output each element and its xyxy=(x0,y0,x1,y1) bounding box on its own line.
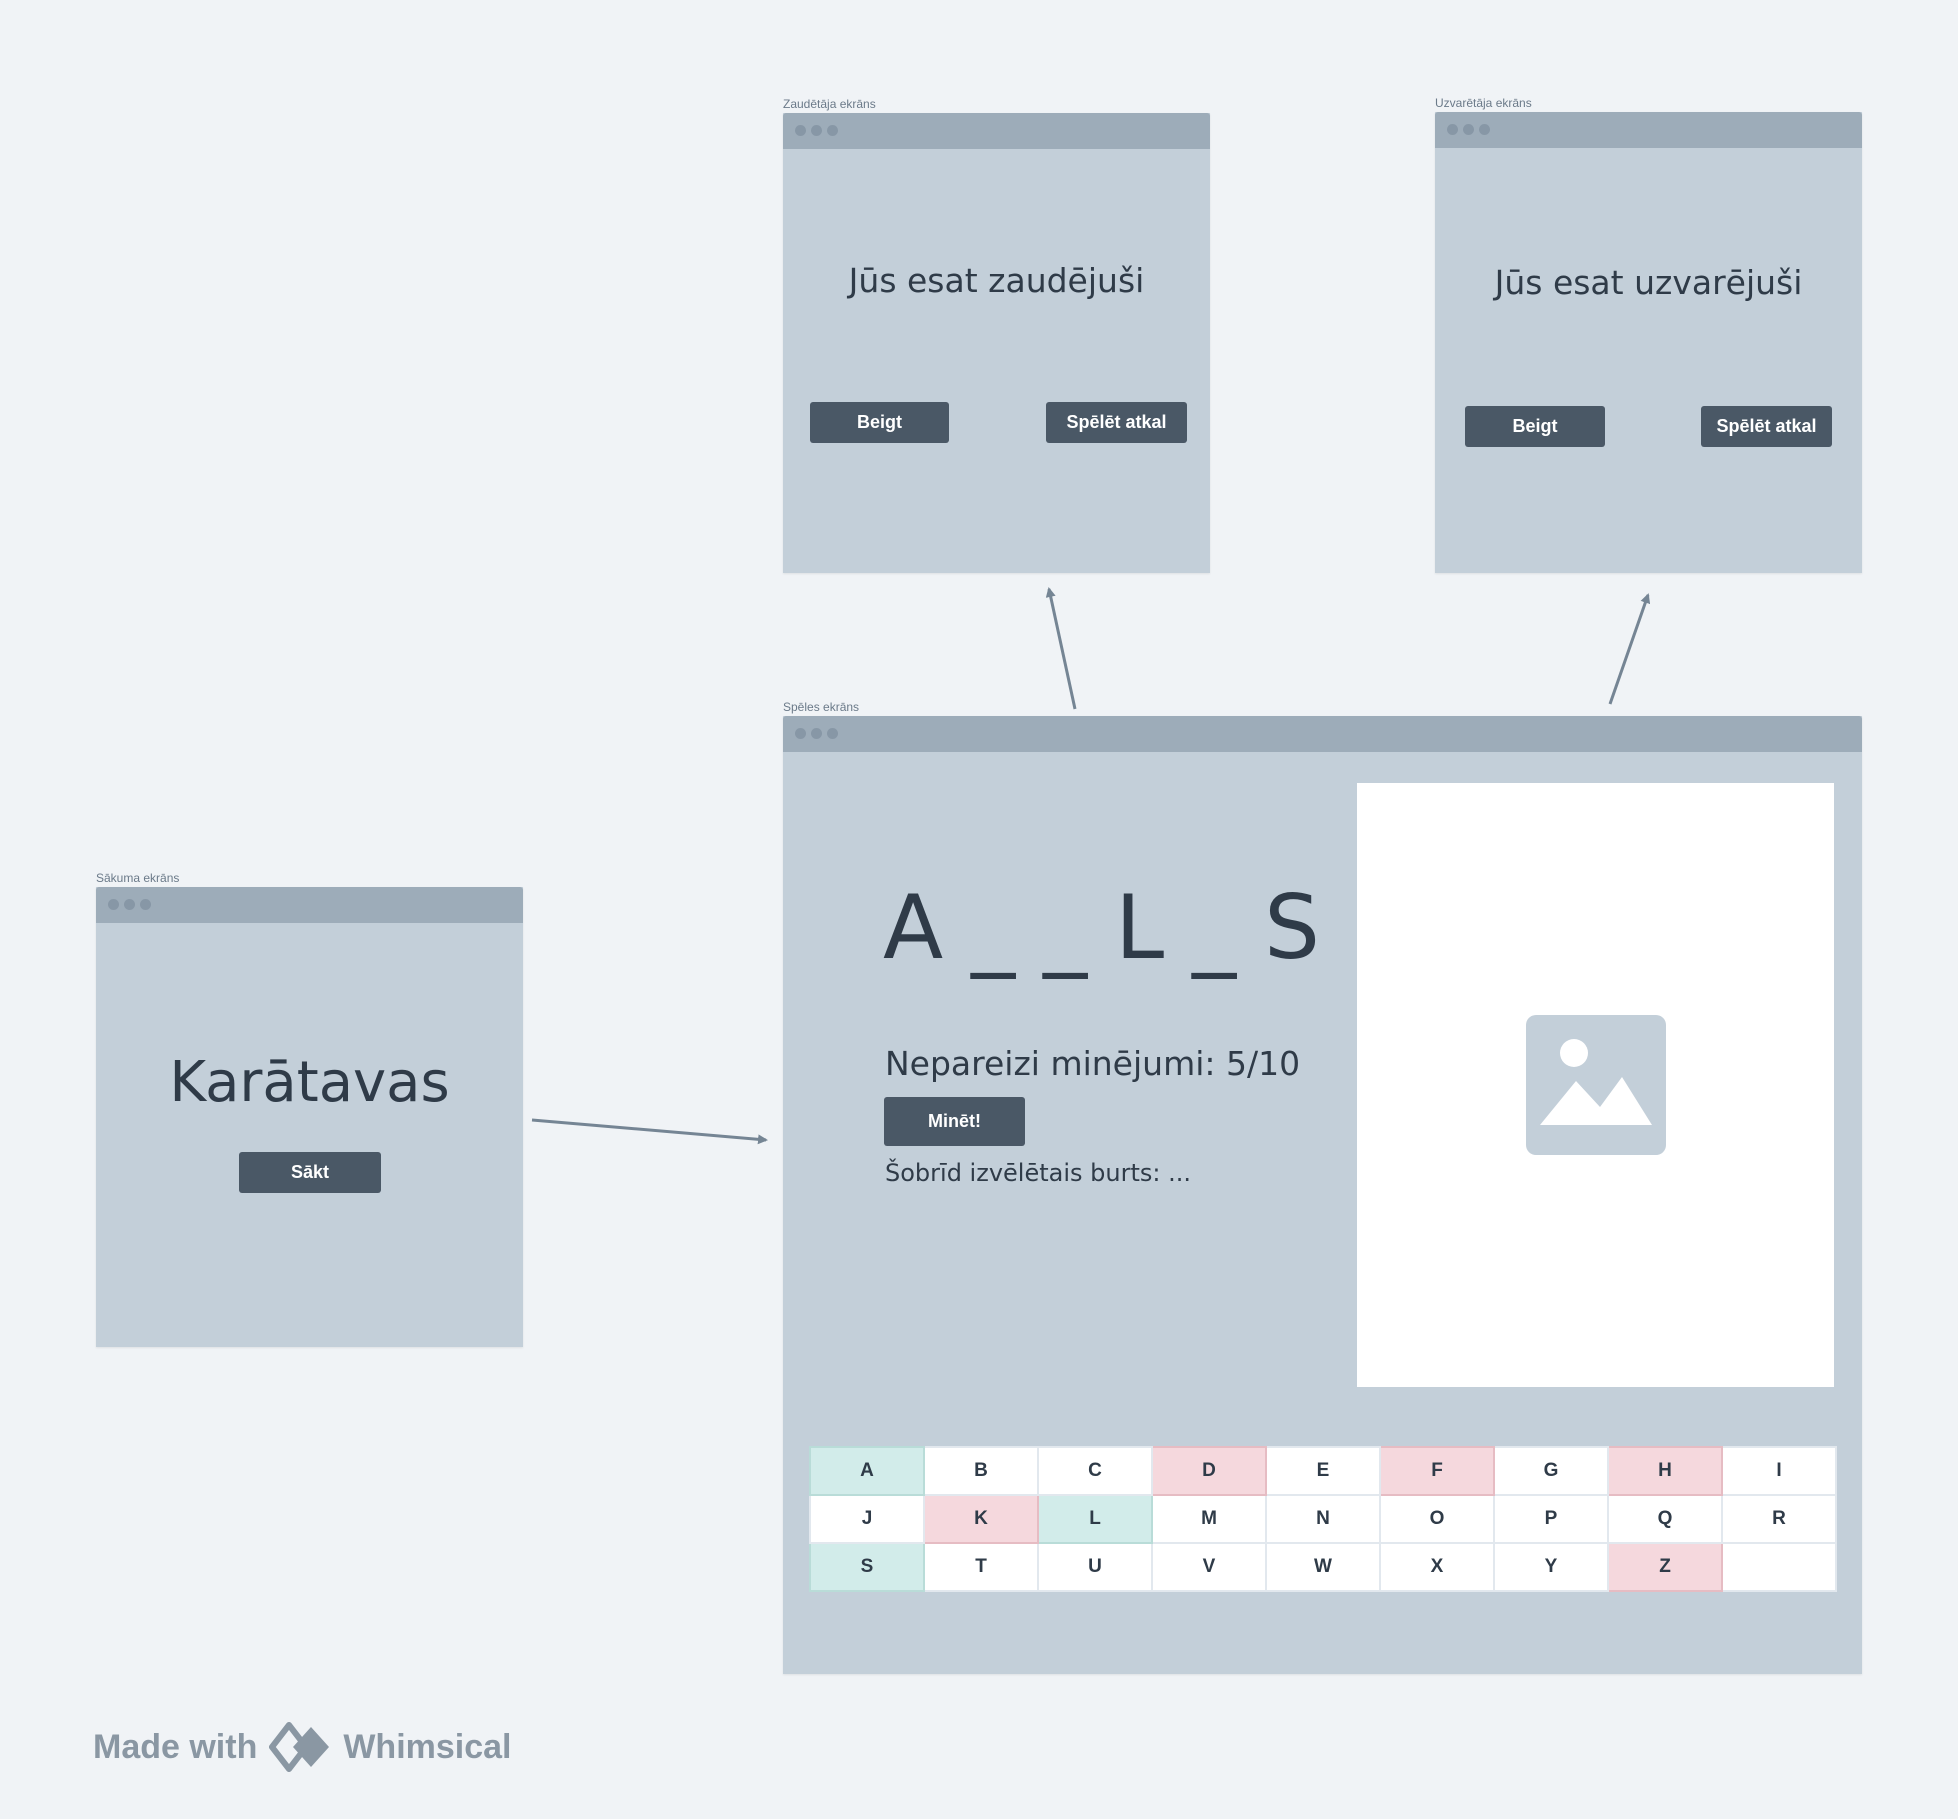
window-dot-icon xyxy=(811,728,822,739)
window-titlebar xyxy=(783,716,1862,752)
letter-key-r[interactable]: R xyxy=(1721,1494,1837,1544)
letter-key-j[interactable]: J xyxy=(809,1494,925,1544)
letter-key-n[interactable]: N xyxy=(1265,1494,1381,1544)
letter-key-k[interactable]: K xyxy=(923,1494,1039,1544)
window-dot-icon xyxy=(811,125,822,136)
letter-key-h[interactable]: H xyxy=(1607,1446,1723,1496)
letter-key-i[interactable]: I xyxy=(1721,1446,1837,1496)
start-frame-label: Sākuma ekrāns xyxy=(96,871,180,885)
window-dot-icon xyxy=(1463,124,1474,135)
window-titlebar xyxy=(1435,112,1862,148)
letter-key-x[interactable]: X xyxy=(1379,1542,1495,1592)
arrow-start-to-game xyxy=(531,1118,768,1145)
letter-key-o[interactable]: O xyxy=(1379,1494,1495,1544)
window-dot-icon xyxy=(795,728,806,739)
win-message: Jūs esat uzvarējuši xyxy=(1494,263,1803,302)
start-button[interactable]: Sākt xyxy=(239,1152,381,1193)
window-dot-icon xyxy=(827,125,838,136)
letter-key-q[interactable]: Q xyxy=(1607,1494,1723,1544)
start-window: Karātavas Sākt xyxy=(96,887,523,1347)
win-window: Jūs esat uzvarējuši Beigt Spēlēt atkal xyxy=(1435,112,1862,573)
letter-key-p[interactable]: P xyxy=(1493,1494,1609,1544)
letter-key-s[interactable]: S xyxy=(809,1542,925,1592)
play-again-button[interactable]: Spēlēt atkal xyxy=(1046,402,1187,443)
letter-key-u[interactable]: U xyxy=(1037,1542,1153,1592)
quit-button[interactable]: Beigt xyxy=(810,402,949,443)
whimsical-logo-icon xyxy=(269,1722,330,1772)
letter-key-e[interactable]: E xyxy=(1265,1446,1381,1496)
letter-key-c[interactable]: C xyxy=(1037,1446,1153,1496)
image-placeholder-icon xyxy=(1526,1015,1666,1155)
letter-key-m[interactable]: M xyxy=(1151,1494,1267,1544)
lose-message: Jūs esat zaudējuši xyxy=(848,261,1145,300)
letter-key-v[interactable]: V xyxy=(1151,1542,1267,1592)
arrow-game-to-lose xyxy=(1045,587,1077,710)
lose-window: Jūs esat zaudējuši Beigt Spēlēt atkal xyxy=(783,113,1210,573)
letter-key-d[interactable]: D xyxy=(1151,1446,1267,1496)
letter-key-y[interactable]: Y xyxy=(1493,1542,1609,1592)
arrow-game-to-win xyxy=(1608,593,1651,705)
selected-letter-text: Šobrīd izvēlētais burts: ... xyxy=(885,1159,1191,1187)
letter-key-b[interactable]: B xyxy=(923,1446,1039,1496)
window-dot-icon xyxy=(108,899,119,910)
play-again-button[interactable]: Spēlēt atkal xyxy=(1701,406,1832,447)
window-dot-icon xyxy=(1447,124,1458,135)
hangman-image-area xyxy=(1357,783,1834,1387)
window-dot-icon xyxy=(795,125,806,136)
window-dot-icon xyxy=(140,899,151,910)
letter-key-f[interactable]: F xyxy=(1379,1446,1495,1496)
letter-key-empty xyxy=(1721,1542,1837,1592)
letter-key-g[interactable]: G xyxy=(1493,1446,1609,1496)
game-frame-label: Spēles ekrāns xyxy=(783,700,860,714)
quit-button[interactable]: Beigt xyxy=(1465,406,1605,447)
letter-key-z[interactable]: Z xyxy=(1607,1542,1723,1592)
window-dot-icon xyxy=(827,728,838,739)
game-title: Karātavas xyxy=(169,1050,450,1115)
letter-key-w[interactable]: W xyxy=(1265,1542,1381,1592)
guess-button[interactable]: Minēt! xyxy=(884,1097,1025,1146)
game-window: A _ _ L _ S Nepareizi minējumi: 5/10 Min… xyxy=(783,716,1862,1674)
lose-frame-label: Zaudētāja ekrāns xyxy=(783,97,876,111)
window-dot-icon xyxy=(124,899,135,910)
win-frame-label: Uzvarētāja ekrāns xyxy=(1435,96,1532,110)
window-titlebar xyxy=(96,887,523,923)
letter-key-t[interactable]: T xyxy=(923,1542,1039,1592)
whimsical-brand: Whimsical xyxy=(343,1727,512,1766)
made-with-label: Made with xyxy=(93,1727,258,1766)
letter-key-a[interactable]: A xyxy=(809,1446,925,1496)
wrong-guesses-counter: Nepareizi minējumi: 5/10 xyxy=(885,1044,1301,1083)
window-dot-icon xyxy=(1479,124,1490,135)
hidden-word: A _ _ L _ S xyxy=(883,876,1320,979)
made-with-whimsical: Made with Whimsical xyxy=(93,1722,512,1772)
window-titlebar xyxy=(783,113,1210,149)
letter-key-l[interactable]: L xyxy=(1037,1494,1153,1544)
